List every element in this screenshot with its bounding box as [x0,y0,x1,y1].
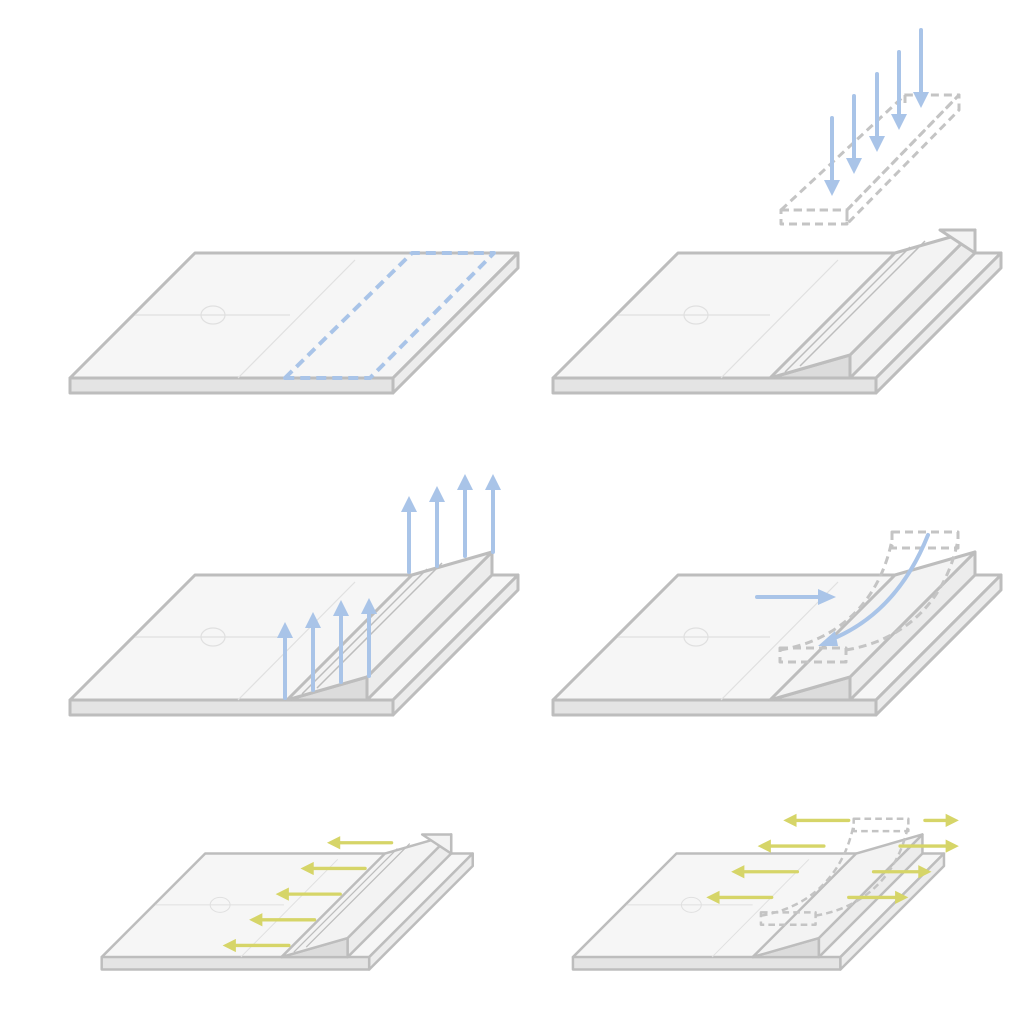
left-arrow-2 [758,839,824,852]
up-arrow-6 [429,486,445,566]
down-arrow-5 [913,30,929,108]
down-arrows [824,30,929,196]
panel-5-push-left [0,644,509,967]
dashed-block [781,95,959,224]
panel-1-marked-strip [0,0,509,323]
down-arrow-2 [846,96,862,174]
panel-6-slide-left [482,644,991,967]
left-arrow-1 [327,836,392,849]
left-arrow-1 [783,814,848,827]
down-arrow-3 [869,74,885,152]
down-arrow-4 [891,52,907,130]
panel-4-fold-over [482,322,991,645]
right-arrow-1 [925,814,959,827]
panel-3-pull-up [0,322,509,645]
up-arrow-5 [401,496,417,572]
panel-2-press-down [482,0,991,323]
down-arrow-1 [824,118,840,196]
up-arrow-7 [457,474,473,556]
